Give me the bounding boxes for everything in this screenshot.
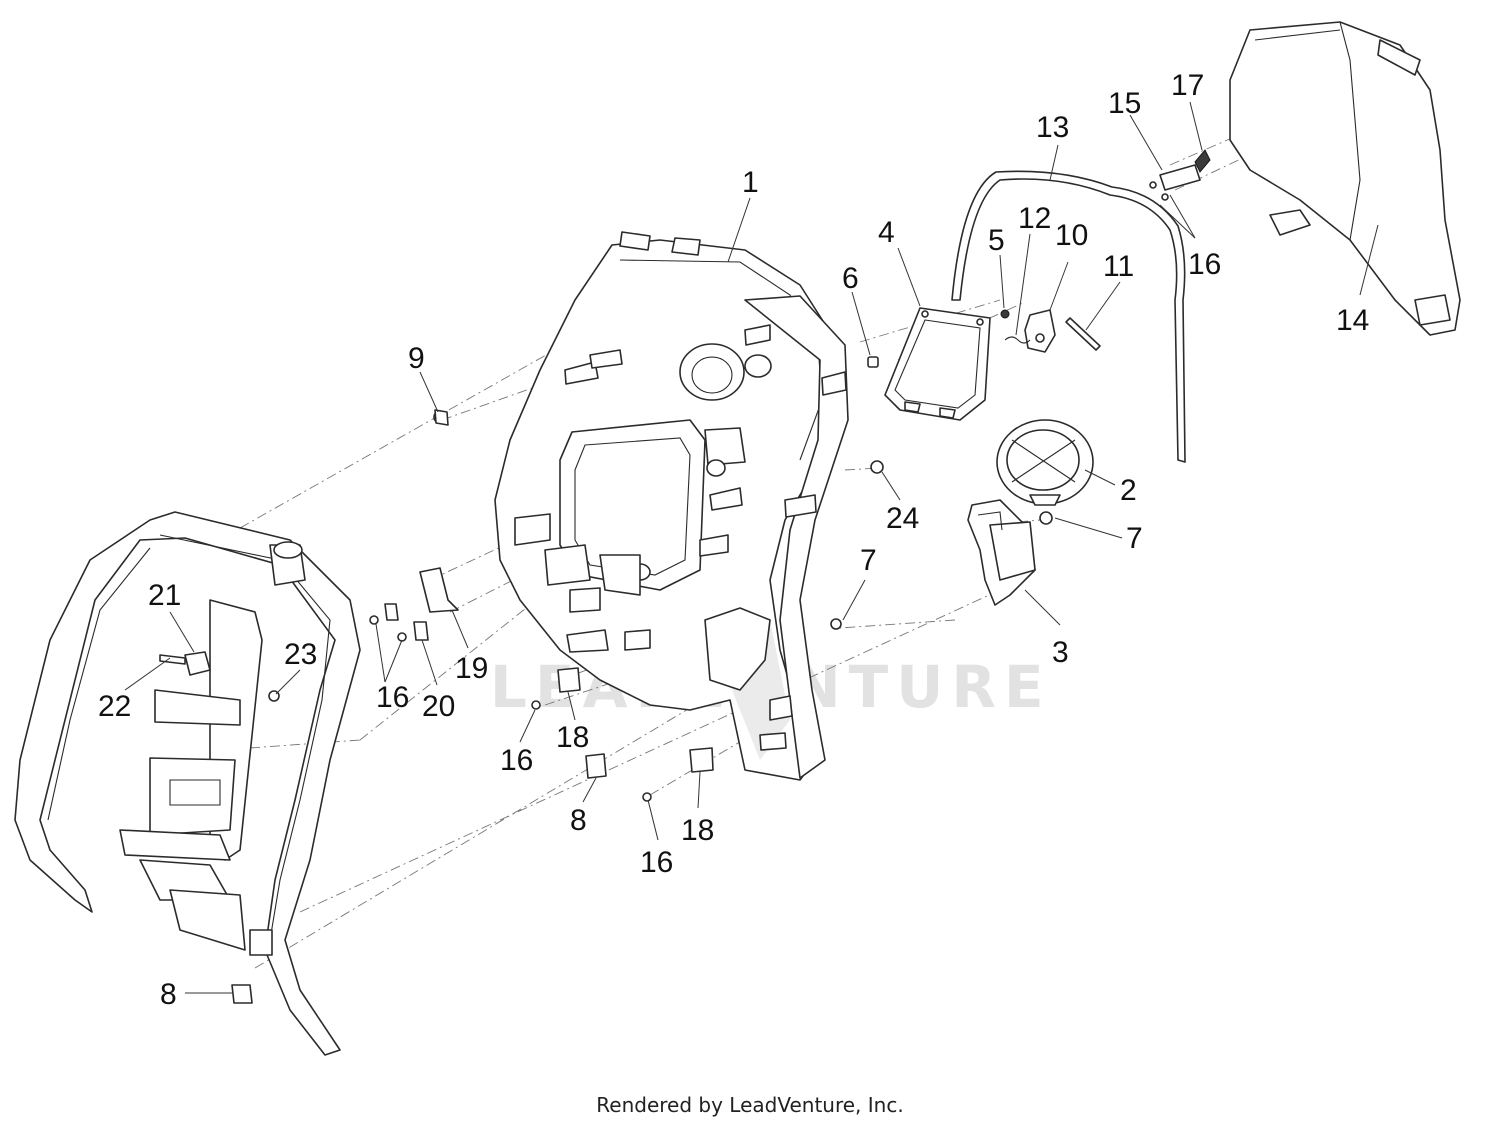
callout-3: 3: [1052, 636, 1069, 669]
callout-14: 14: [1336, 304, 1369, 337]
callout-18-upper: 18: [556, 721, 589, 754]
callout-7-center: 7: [860, 544, 877, 577]
callout-24: 24: [886, 502, 919, 535]
callout-21: 21: [148, 579, 181, 612]
lock-bolt: [159, 651, 211, 676]
callout-16-top: 16: [1188, 248, 1221, 281]
callout-8-left: 8: [160, 978, 177, 1011]
small-fasteners: [433, 309, 1010, 426]
small-clips: [231, 193, 1169, 1004]
callout-15: 15: [1108, 87, 1141, 120]
callout-6: 6: [842, 262, 859, 295]
callout-18-lower: 18: [681, 814, 714, 847]
leader-lines: [124, 101, 1379, 994]
callout-16-lower: 16: [500, 744, 533, 777]
inner-bracket: [967, 499, 1036, 606]
legshield-trim-frame: [14, 511, 361, 1056]
callout-20: 20: [422, 690, 455, 723]
callout-16-left: 16: [376, 681, 409, 714]
callout-22: 22: [98, 690, 131, 723]
inspection-cover: [884, 307, 991, 421]
latch-assembly: [1004, 309, 1101, 353]
callout-2: 2: [1120, 474, 1137, 507]
callout-12: 12: [1018, 202, 1051, 235]
callout-1: 1: [742, 166, 759, 199]
callout-labels: 1 2 3 4 5 6 7 7 8 8 9 10 11 12 13 14 15 …: [98, 69, 1369, 1011]
callout-16-bottom: 16: [640, 846, 673, 879]
callout-10: 10: [1055, 219, 1088, 252]
callout-23: 23: [284, 638, 317, 671]
leg-shield-main: [494, 231, 849, 781]
callout-19: 19: [455, 652, 488, 685]
front-panel: [1229, 21, 1461, 336]
callout-5: 5: [988, 224, 1005, 257]
footer-credit: Rendered by LeadVenture, Inc.: [596, 1093, 904, 1117]
callout-13: 13: [1036, 111, 1069, 144]
callout-9: 9: [408, 342, 425, 375]
horn-grille: [996, 419, 1094, 506]
callout-7-right: 7: [1126, 522, 1143, 555]
callout-11: 11: [1103, 250, 1134, 283]
callout-17: 17: [1171, 69, 1204, 102]
edge-seal-strip: [951, 170, 1186, 463]
callout-4: 4: [878, 216, 895, 249]
upper-clips: [1149, 149, 1211, 191]
callout-8-center: 8: [570, 804, 587, 837]
